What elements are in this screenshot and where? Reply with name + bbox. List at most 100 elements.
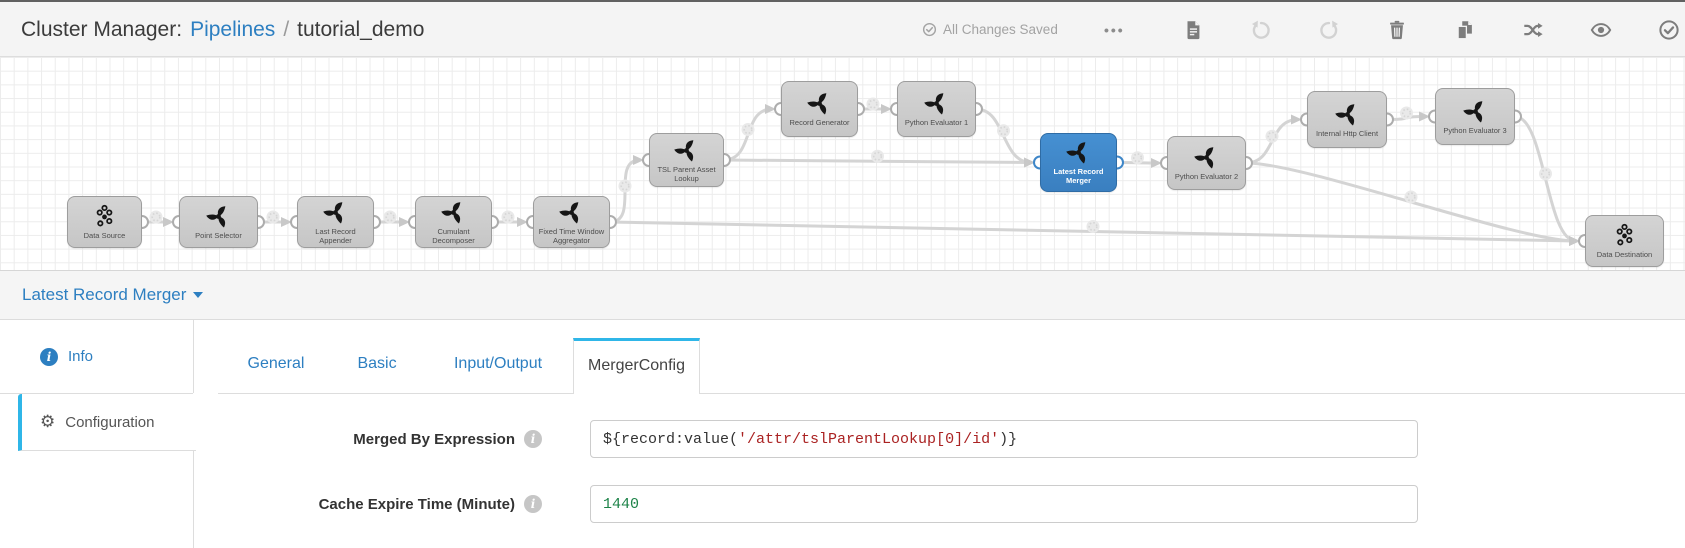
sidebar-divider	[193, 451, 194, 548]
pipeline-node-fixed-time-window-aggregator[interactable]: Fixed Time Window Aggregator	[533, 196, 610, 248]
pipeline-canvas[interactable]: Data Source Point Selector Last Record App…	[0, 57, 1685, 271]
edge-badge-icon	[149, 210, 163, 224]
cache-expire-time-label: Cache Expire Time (Minute)	[318, 495, 515, 513]
tab-mergerconfig[interactable]: MergerConfig	[573, 338, 700, 394]
sidebar-item-info[interactable]: i Info	[0, 320, 193, 393]
number-value: 1440	[603, 495, 640, 513]
caret-down-icon	[193, 292, 204, 298]
pipeline-node-data-destination[interactable]: Data Destination	[1585, 215, 1664, 267]
pipeline-node-point-selector[interactable]: Point Selector	[179, 196, 258, 248]
tab-label: MergerConfig	[588, 357, 685, 374]
stage-logo-icon	[1335, 102, 1360, 127]
stage-selector-bar: Latest Record Merger	[0, 271, 1685, 320]
duplicate-icon	[1454, 19, 1476, 41]
trash-button[interactable]	[1386, 19, 1408, 41]
edge-badge-icon	[1404, 190, 1418, 204]
pipeline-node-internal-http-client[interactable]: Internal Http Client	[1307, 91, 1387, 148]
edge-badge-icon	[866, 97, 880, 111]
validate-button[interactable]	[1658, 19, 1680, 41]
sidebar-item-configuration[interactable]: ⚙ Configuration	[18, 394, 196, 451]
stage-logo-icon	[1066, 140, 1091, 165]
node-label: Internal Http Client	[1315, 128, 1379, 138]
sidebar-item-label: Info	[68, 348, 94, 365]
sidebar-divider	[193, 320, 194, 393]
undo-button	[1250, 19, 1272, 41]
node-label: Last Record Appender	[315, 226, 356, 245]
pipelines-link[interactable]: Pipelines	[190, 17, 276, 41]
save-status: All Changes Saved	[922, 2, 1058, 57]
breadcrumb: Cluster Manager: Pipelines / tutorial_de…	[21, 2, 424, 57]
info-icon[interactable]: i	[524, 495, 542, 513]
node-label: Data Destination	[1596, 250, 1653, 259]
validate-icon	[1658, 19, 1680, 41]
stage-logo-icon	[807, 91, 832, 116]
trash-icon	[1386, 19, 1408, 41]
edge-badge-icon	[1086, 220, 1100, 233]
stage-logo-icon	[323, 200, 348, 225]
header-bar: Cluster Manager: Pipelines / tutorial_de…	[0, 2, 1685, 57]
stage-logo-icon	[1463, 99, 1488, 124]
title-prefix: Cluster Manager:	[21, 17, 183, 41]
node-label: Latest Record Merger	[1053, 167, 1104, 185]
redo-button	[1318, 19, 1340, 41]
tab-general[interactable]: General	[247, 355, 305, 372]
gear-icon: ⚙	[40, 411, 56, 432]
edge-badge-icon	[1539, 167, 1552, 181]
pipeline-node-last-record-appender[interactable]: Last Record Appender	[297, 196, 374, 248]
preview-eye-button[interactable]	[1590, 19, 1612, 41]
expression-text: )}	[999, 430, 1018, 448]
sidebar-rule	[0, 393, 193, 394]
pipeline-node-data-source[interactable]: Data Source	[67, 196, 142, 248]
node-label: Record Generator	[789, 118, 850, 127]
data-endpoint-icon	[92, 204, 117, 229]
edge-badge-icon	[1131, 151, 1144, 165]
undo-icon	[1250, 19, 1272, 41]
stage-logo-icon	[924, 91, 949, 116]
auto-arrange-button[interactable]	[1522, 19, 1544, 41]
node-label: Point Selector	[195, 231, 242, 240]
configuration-panel: i Info ⚙ Configuration General Basic Inp…	[0, 320, 1685, 548]
edge-badge-icon	[501, 210, 515, 224]
pipeline-node-python-evaluator-3[interactable]: Python Evaluator 3	[1435, 88, 1515, 145]
node-label: Data Source	[83, 231, 126, 240]
tab-basic[interactable]: Basic	[357, 355, 397, 372]
preview-eye-icon	[1590, 19, 1612, 41]
node-label: Python Evaluator 2	[1174, 172, 1239, 181]
edge-badge-icon	[383, 210, 397, 224]
node-label: Python Evaluator 3	[1443, 125, 1507, 135]
more-options-button[interactable]: •••	[1104, 21, 1125, 38]
document-icon	[1182, 19, 1204, 41]
pipeline-name: tutorial_demo	[297, 17, 425, 41]
stage-logo-icon	[441, 200, 466, 225]
pipeline-node-python-evaluator-1[interactable]: Python Evaluator 1	[897, 81, 976, 137]
edge-badge-icon	[871, 149, 884, 163]
duplicate-button[interactable]	[1454, 19, 1476, 41]
data-endpoint-icon	[1612, 223, 1637, 248]
tab-input-output[interactable]: Input/Output	[453, 355, 543, 372]
expression-string: '/attr/tslParentLookup[0]/id'	[738, 430, 1000, 448]
toolbar	[1182, 2, 1680, 57]
merged-by-expression-input[interactable]: ${record:value('/attr/tslParentLookup[0]…	[590, 420, 1418, 458]
pipeline-node-cumulant-decomposer[interactable]: Cumulant Decomposer	[415, 196, 492, 248]
pipeline-node-tsl-parent-asset-lookup[interactable]: TSL Parent Asset Lookup	[649, 133, 724, 187]
edge-badge-icon	[618, 179, 632, 193]
stage-name-dropdown[interactable]: Latest Record Merger	[22, 271, 204, 319]
info-icon[interactable]: i	[524, 430, 542, 448]
node-label: TSL Parent Asset Lookup	[657, 164, 716, 183]
save-status-label: All Changes Saved	[943, 22, 1058, 37]
redo-icon	[1318, 19, 1340, 41]
pipeline-node-python-evaluator-2[interactable]: Python Evaluator 2	[1167, 136, 1246, 190]
cache-expire-time-input[interactable]: 1440	[590, 485, 1418, 523]
pipeline-node-record-generator[interactable]: Record Generator	[781, 81, 858, 137]
check-circle-icon	[922, 22, 937, 37]
edge-badge-icon	[266, 210, 280, 224]
edge-badge-icon	[997, 124, 1010, 138]
expression-text: ${record:value(	[603, 430, 739, 448]
auto-arrange-icon	[1522, 19, 1544, 41]
pipeline-node-latest-record-merger[interactable]: Latest Record Merger	[1040, 133, 1117, 192]
edge-badge-icon	[741, 123, 755, 136]
document-button[interactable]	[1182, 19, 1204, 41]
edge-badge-icon	[1400, 106, 1413, 120]
node-label: Fixed Time Window Aggregator	[538, 226, 605, 245]
